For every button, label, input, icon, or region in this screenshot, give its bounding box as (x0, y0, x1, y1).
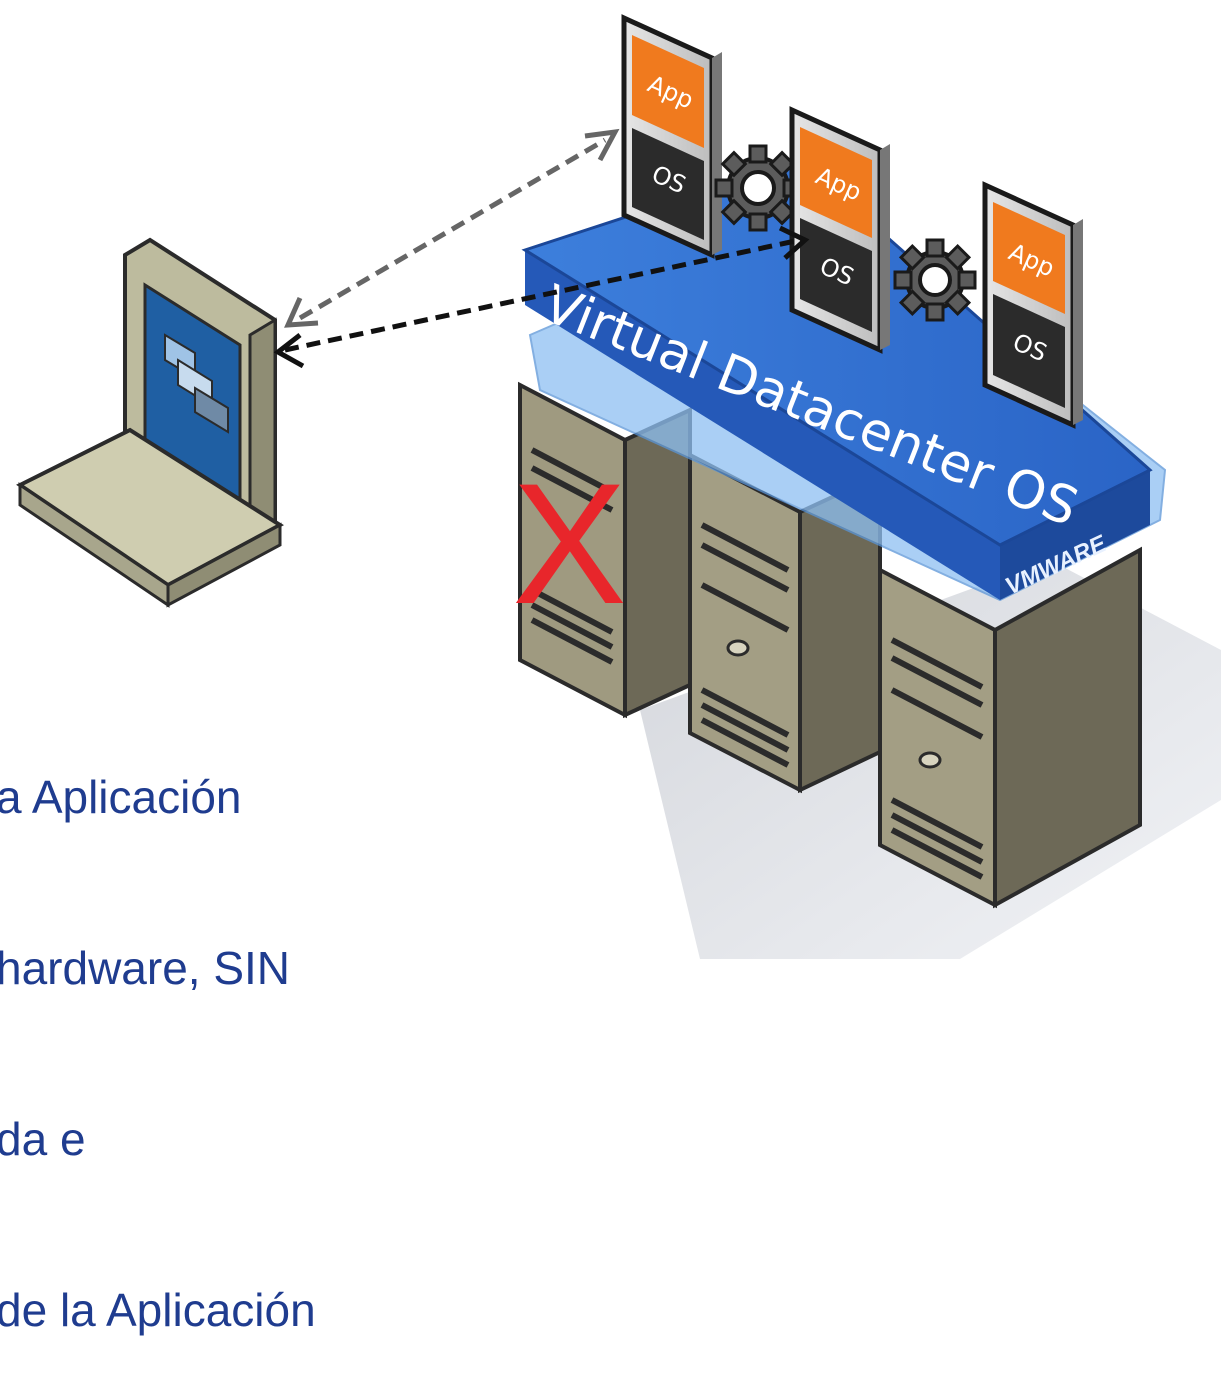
os-tile (993, 294, 1065, 408)
caption-line: hardware, SIN (0, 942, 291, 994)
server-icon (518, 381, 692, 719)
arrow-head (273, 225, 810, 369)
laptop-icon (16, 237, 284, 608)
app-tile (632, 35, 704, 148)
caption-line: de la Aplicación (0, 1284, 316, 1336)
vm-card: App OS (982, 181, 1083, 429)
connection-arrow (298, 137, 607, 321)
caption-text: a Aplicación hardware, SIN da e de la Ap… (0, 655, 516, 1396)
vm-card: App OS (789, 106, 890, 354)
app-tile (800, 127, 872, 238)
os-tile (800, 218, 872, 332)
virtualization-diagram: Virtual Datacenter OS VMWARE App OS Ap (16, 14, 1221, 959)
os-tile (632, 128, 704, 240)
server-icon (878, 546, 1142, 909)
caption-line: da e (0, 1113, 86, 1165)
window-icon (164, 333, 229, 434)
failure-x-icon: X (512, 448, 627, 640)
gear-icon (714, 144, 802, 232)
app-tile (993, 202, 1065, 314)
caption-line: a Aplicación (0, 771, 242, 823)
vm-card: App OS (621, 14, 722, 259)
arrow-head (284, 128, 620, 328)
gear-icon (893, 238, 977, 322)
